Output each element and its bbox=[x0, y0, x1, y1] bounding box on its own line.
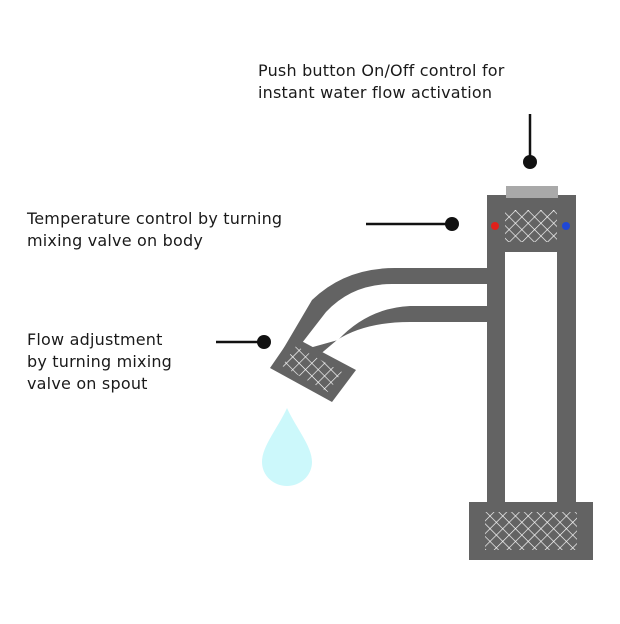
label-push-button-line-1: Push button On/Off control for bbox=[258, 61, 505, 80]
label-push-button: Push button On/Off control for instant w… bbox=[258, 60, 505, 104]
water-drop-icon bbox=[262, 408, 312, 486]
tap-base bbox=[469, 502, 593, 560]
label-temperature-line-1: Temperature control by turning bbox=[27, 209, 283, 228]
label-temperature-control: Temperature control by turning mixing va… bbox=[27, 208, 282, 252]
tap-body bbox=[487, 195, 576, 513]
hot-indicator bbox=[491, 222, 499, 230]
spout-inner-channel bbox=[295, 284, 488, 352]
cold-indicator bbox=[562, 222, 570, 230]
spout-aerator bbox=[270, 336, 356, 402]
label-flow-line-2: by turning mixing bbox=[27, 352, 173, 371]
label-flow-line-1: Flow adjustment bbox=[27, 330, 163, 349]
leader-temperature bbox=[366, 217, 459, 231]
spout bbox=[272, 268, 488, 378]
tap-base-mesh bbox=[485, 512, 577, 550]
temperature-valve bbox=[491, 210, 570, 242]
label-flow-line-3: valve on spout bbox=[27, 374, 148, 393]
temperature-valve-mesh bbox=[505, 210, 557, 242]
label-push-button-line-2: instant water flow activation bbox=[258, 83, 493, 102]
tap-body-window bbox=[505, 252, 557, 502]
label-flow-adjustment: Flow adjustment by turning mixing valve … bbox=[27, 329, 172, 395]
label-temperature-line-2: mixing valve on body bbox=[27, 231, 204, 250]
leader-flow bbox=[216, 335, 271, 349]
leader-push-button bbox=[523, 114, 537, 169]
push-button[interactable] bbox=[506, 186, 558, 198]
